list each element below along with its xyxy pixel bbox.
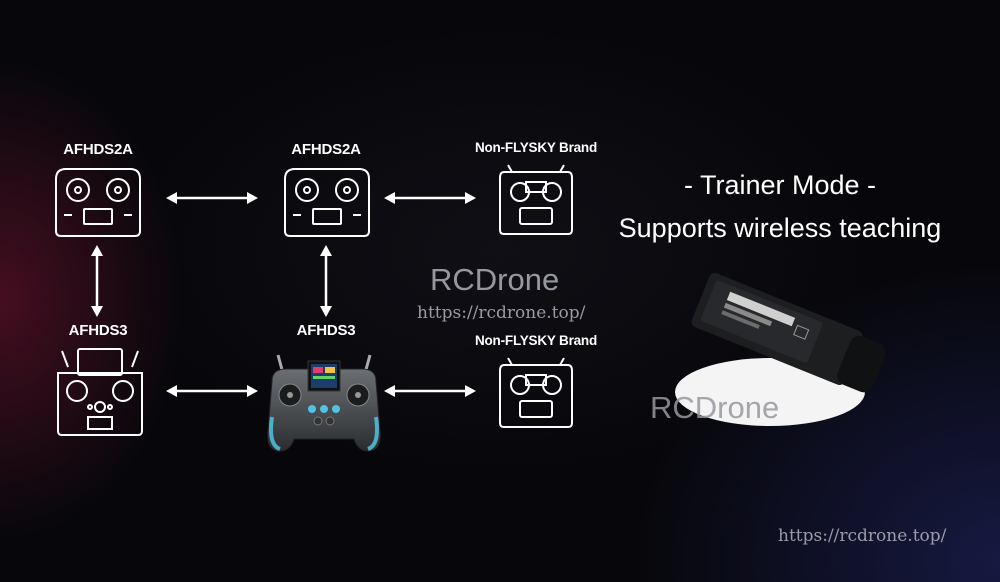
trainer-dongle-image bbox=[660, 262, 900, 442]
transmitter-icon-bottom-center bbox=[262, 347, 386, 455]
watermark-url-center: https://rcdrone.top/ bbox=[417, 303, 586, 323]
arrow-bottom-center-to-bottom-right bbox=[384, 383, 476, 399]
watermark-brand-dongle: RCDrone bbox=[650, 390, 780, 425]
transmitter-icon-bottom-left bbox=[52, 345, 148, 437]
transmitter-icon-top-right bbox=[496, 162, 576, 236]
headline-title: - Trainer Mode - bbox=[683, 170, 877, 200]
arrow-top-center-to-bottom-center bbox=[318, 245, 334, 317]
label-bottom-left: AFHDS3 bbox=[68, 322, 128, 339]
transmitter-icon-top-left bbox=[50, 165, 146, 239]
headline-subtitle: Supports wireless teaching bbox=[618, 213, 942, 243]
arrow-top-left-to-bottom-left bbox=[89, 245, 105, 317]
label-top-right: Non-FLYSKY Brand bbox=[474, 140, 598, 155]
label-bottom-center: AFHDS3 bbox=[296, 322, 356, 339]
watermark-url-corner: https://rcdrone.top/ bbox=[778, 526, 947, 546]
arrow-top-center-to-top-right bbox=[384, 190, 476, 206]
label-bottom-right: Non-FLYSKY Brand bbox=[474, 333, 598, 348]
watermark-brand-center: RCDrone bbox=[430, 262, 560, 297]
transmitter-icon-bottom-right bbox=[496, 355, 576, 429]
arrow-top-left-to-top-center bbox=[166, 190, 258, 206]
arrow-bottom-left-to-bottom-center bbox=[166, 383, 258, 399]
label-top-left: AFHDS2A bbox=[63, 141, 133, 158]
label-top-center: AFHDS2A bbox=[291, 141, 361, 158]
transmitter-icon-top-center bbox=[279, 165, 375, 239]
